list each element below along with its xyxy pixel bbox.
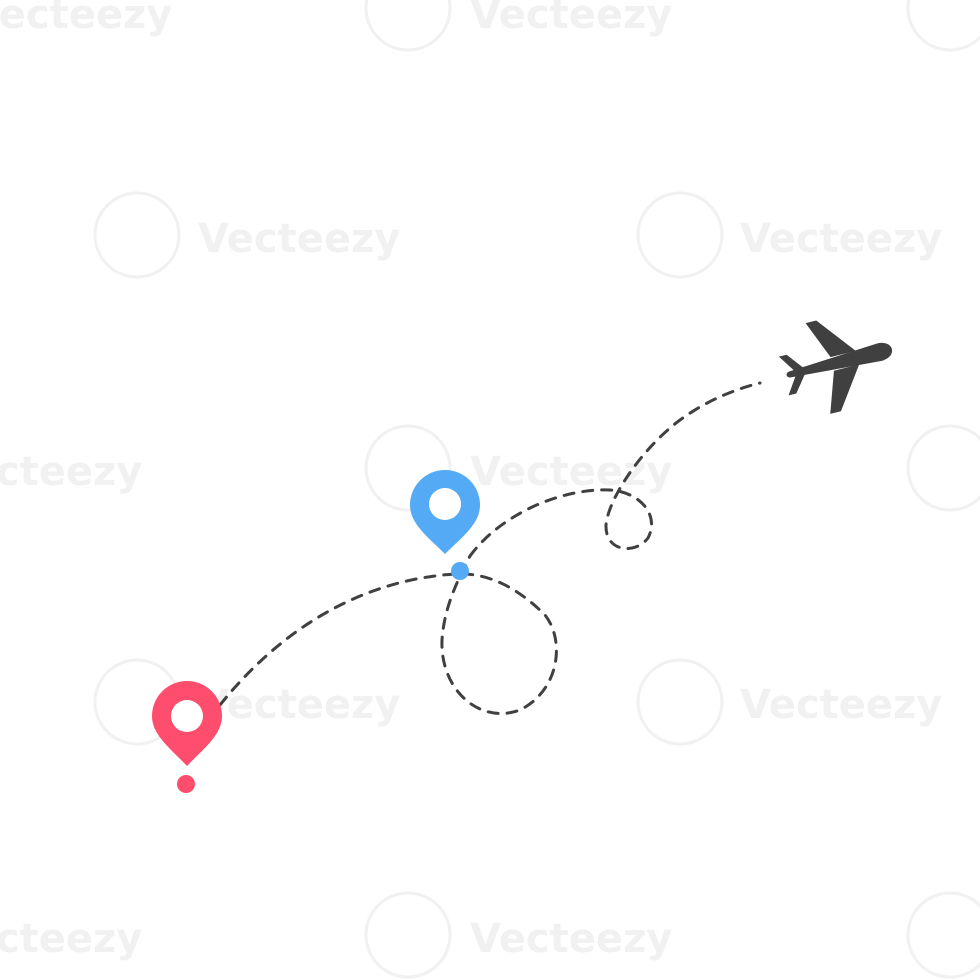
watermark-text: Vecteezy xyxy=(740,216,942,262)
pin-ground-dot xyxy=(451,562,469,580)
watermark-logo-icon xyxy=(906,891,980,979)
watermark-text: Vecteezy xyxy=(198,682,400,728)
watermark-text: Vecteezy xyxy=(0,0,172,38)
watermark-logo-icon xyxy=(906,424,980,512)
watermark-row-5: Vecteezy Vecteezy xyxy=(0,891,980,979)
watermark-text: Vecteezy xyxy=(470,916,672,962)
watermark-logo-icon xyxy=(364,0,452,52)
watermark-logo-icon xyxy=(364,891,452,979)
watermark-text: Vecteezy xyxy=(740,682,942,728)
pin-hole xyxy=(171,700,203,732)
watermark-logo-icon xyxy=(636,658,724,746)
watermark-text: Vecteezy xyxy=(0,916,142,962)
dashed-route-segment-waypoint-to-airplane xyxy=(468,381,762,558)
watermark-logo-icon xyxy=(636,191,724,279)
watermark-text: Vecteezy xyxy=(0,449,142,495)
watermark-row-3: Vecteezy Vecteezy xyxy=(0,424,980,512)
watermark-logo-icon xyxy=(93,191,181,279)
watermark-row-1: Vecteezy Vecteezy xyxy=(0,0,980,52)
watermark-text: Vecteezy xyxy=(470,449,672,495)
watermark-logo-icon xyxy=(364,424,452,512)
pin-hole xyxy=(429,488,461,520)
watermark-logo-icon xyxy=(906,0,980,52)
dashed-route-segment-start-to-waypoint xyxy=(218,554,558,715)
watermark-text: Vecteezy xyxy=(198,216,400,262)
airplane-icon xyxy=(778,320,892,414)
start-pin xyxy=(152,681,222,793)
pin-ground-dot xyxy=(177,775,195,793)
watermark-row-2: Vecteezy Vecteezy xyxy=(93,191,942,279)
waypoint-pin xyxy=(410,470,480,580)
watermark-text: Vecteezy xyxy=(470,0,672,38)
watermark-row-4: Vecteezy Vecteezy xyxy=(93,658,942,746)
